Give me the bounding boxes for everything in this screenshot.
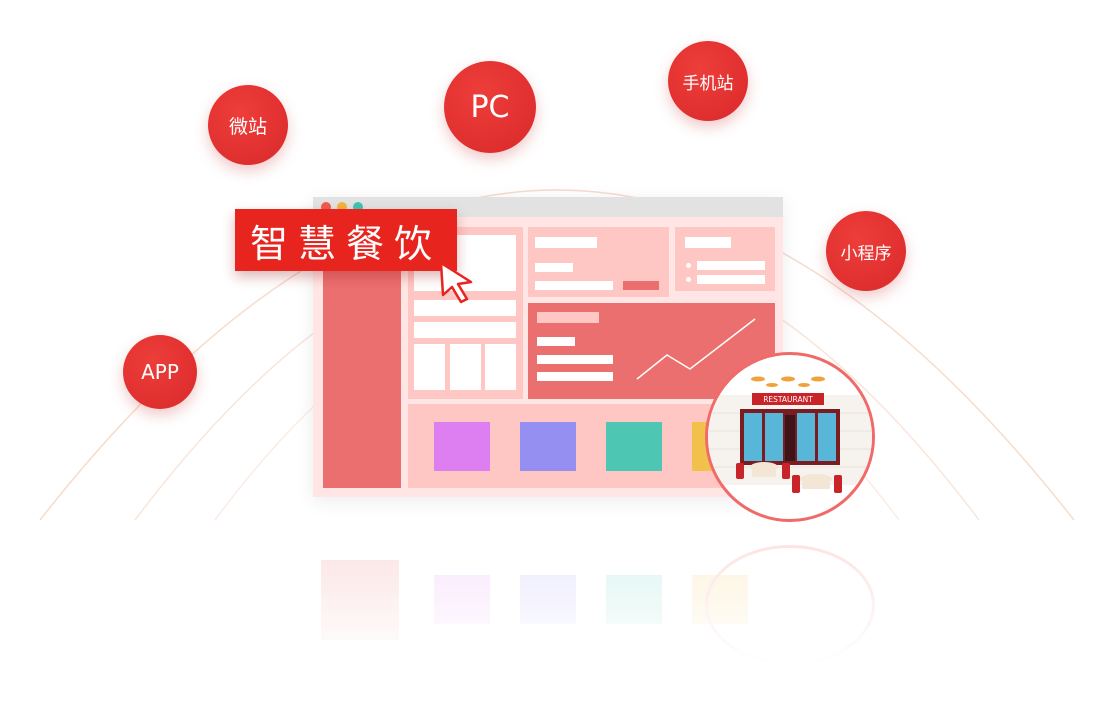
card-thumb: [414, 344, 445, 390]
card-line: [537, 337, 575, 346]
card-line: [535, 237, 597, 248]
title-banner: 智慧餐饮: [235, 209, 457, 271]
restaurant-scene: RESTAURANT: [708, 376, 872, 493]
card-line: [537, 312, 599, 323]
list-bullet: [686, 263, 691, 268]
tile-purple: [434, 422, 490, 471]
card-button: [623, 281, 659, 290]
card-line: [537, 372, 613, 381]
card-line: [697, 261, 765, 270]
window-dot-teal: [353, 202, 363, 212]
pc-label: PC: [470, 89, 510, 125]
app-label: APP: [141, 360, 179, 384]
window-dot-red: [321, 202, 331, 212]
card-line: [697, 275, 765, 284]
card-line: [535, 263, 573, 272]
banner-title: 智慧餐饮: [249, 221, 442, 266]
restaurant-illustration: RESTAURANT: [705, 352, 875, 522]
cursor-arrow-icon: [439, 261, 473, 304]
app-bubble[interactable]: APP: [123, 335, 197, 409]
weizhan-bubble[interactable]: 微站: [208, 85, 288, 165]
weizhan-label: 微站: [228, 115, 267, 138]
card-line: [414, 322, 516, 338]
list-bullet: [686, 277, 691, 282]
chart-line-icon: [636, 318, 756, 380]
mobile-site-label: 手机站: [682, 73, 734, 94]
tile-violet: [520, 422, 576, 471]
floor-reflection: [300, 545, 900, 665]
card-thumb: [450, 344, 481, 390]
restaurant-sign-text: RESTAURANT: [763, 395, 813, 404]
miniprogram-bubble[interactable]: 小程序: [826, 211, 906, 291]
window-dot-yellow: [337, 202, 347, 212]
card-thumb: [485, 344, 516, 390]
card-line: [414, 300, 516, 316]
card-line: [685, 237, 731, 248]
pc-bubble[interactable]: PC: [444, 61, 536, 153]
card-line: [535, 281, 613, 290]
card-line: [537, 355, 613, 364]
tile-teal: [606, 422, 662, 471]
miniprogram-label: 小程序: [840, 243, 892, 264]
mobile-site-bubble[interactable]: 手机站: [668, 41, 748, 121]
